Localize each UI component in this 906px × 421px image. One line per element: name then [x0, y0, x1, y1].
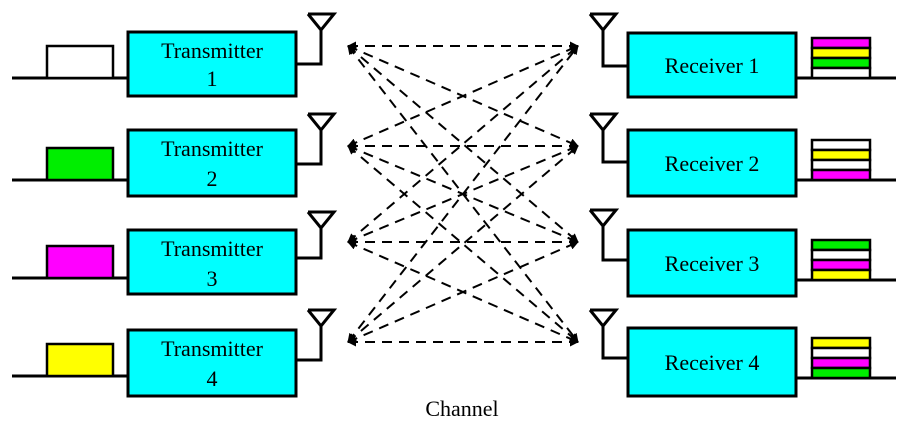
antenna-icon [296, 112, 338, 166]
tx-signal-block [45, 44, 115, 80]
channel-link-tx4-rx3 [347, 241, 579, 343]
antenna-icon [588, 308, 628, 360]
transmitter-number: 3 [207, 266, 218, 291]
transmitter-title: Transmitter [161, 136, 264, 161]
transmitter-box [126, 228, 298, 296]
receiver-label: Receiver 4 [665, 350, 760, 375]
receiver-box [626, 228, 798, 298]
channel-links [347, 41, 579, 347]
receiver-label: Receiver 3 [665, 251, 760, 276]
transmitter-box [126, 30, 298, 98]
receiver-box [626, 326, 798, 398]
transmitter-1: Transmitter 1 [12, 12, 338, 98]
transmitter-2: Transmitter 2 [12, 112, 338, 198]
receiver-box [626, 128, 798, 198]
transmitter-3: Transmitter 3 [12, 210, 338, 296]
receiver-4: Receiver 4 [588, 308, 896, 398]
rx-signal-stack [810, 336, 872, 380]
tx-signal-block [45, 146, 115, 182]
rx-signal-stack [810, 36, 872, 80]
transmitter-box [126, 328, 298, 398]
transmitter-title: Transmitter [161, 336, 264, 361]
receiver-2: Receiver 2 [588, 112, 896, 198]
antenna-icon [588, 12, 628, 68]
antenna-icon [588, 112, 628, 164]
transmitter-box [126, 128, 298, 198]
channel-label: Channel [425, 396, 498, 421]
antenna-icon [296, 308, 338, 362]
receiver-label: Receiver 2 [665, 151, 760, 176]
antenna-icon [588, 208, 628, 262]
receiver-box [626, 31, 798, 99]
antenna-icon [296, 12, 338, 66]
receiver-1: Receiver 1 [588, 12, 896, 99]
rx-signal-stack [810, 238, 872, 282]
tx-signal-block [45, 244, 115, 280]
receiver-3: Receiver 3 [588, 208, 896, 298]
transmitter-4: Transmitter 4 [12, 308, 338, 398]
receiver-label: Receiver 1 [665, 53, 760, 78]
tx-signal-block [45, 342, 115, 378]
transmitter-title: Transmitter [161, 236, 264, 261]
transmitter-number: 1 [207, 66, 218, 91]
transmitter-number: 2 [207, 166, 218, 191]
transmitter-title: Transmitter [161, 38, 264, 63]
rx-signal-stack [810, 138, 872, 182]
transmitter-number: 4 [207, 366, 218, 391]
antenna-icon [296, 210, 338, 260]
